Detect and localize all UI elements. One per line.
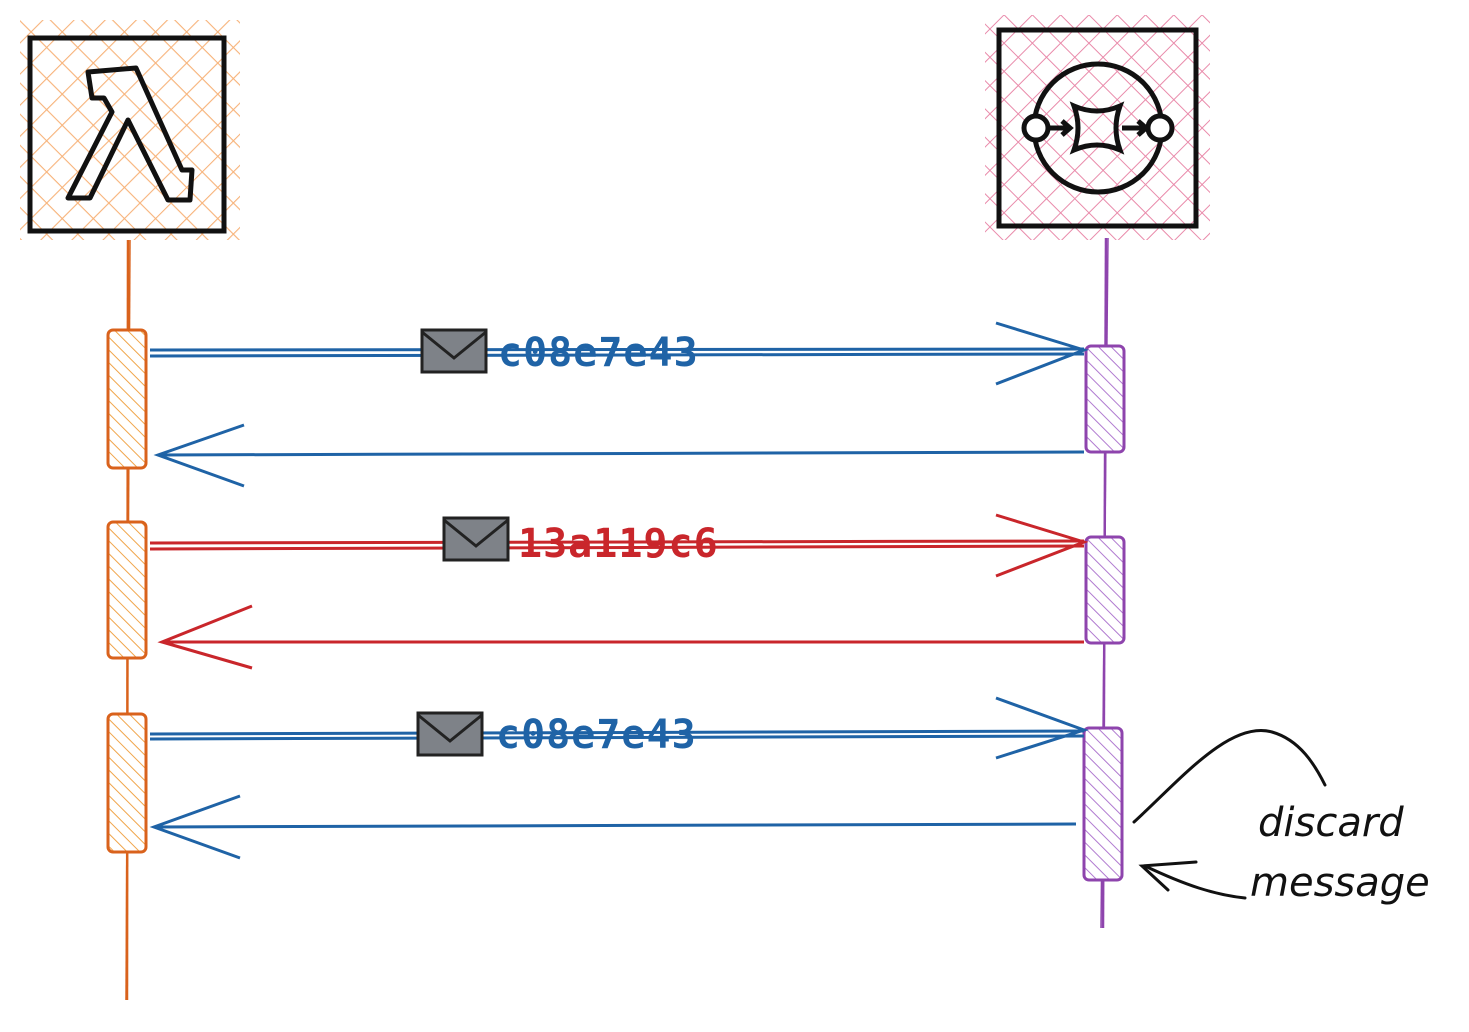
event-bus-activation-3 [1082, 726, 1124, 882]
message-1-envelope-icon [420, 328, 488, 374]
message-2-request-arrow [149, 513, 1089, 578]
message-3-request-arrow [149, 696, 1089, 760]
lambda-participant [20, 20, 240, 240]
message-3-response-arrow [149, 794, 1077, 860]
event-bus-activation-2 [1084, 535, 1126, 645]
lambda-activation-2 [106, 520, 148, 660]
message-1-label: c08e7e43 [498, 330, 699, 376]
discard-note-arrows [1132, 729, 1327, 900]
event-bus-participant [985, 15, 1210, 240]
eventbridge-icon [1021, 61, 1175, 195]
discard-note-line-2: message [1250, 860, 1430, 906]
event-bus-activation-1 [1084, 344, 1126, 454]
message-2-label: 13a119c6 [518, 521, 719, 567]
message-2-envelope-icon [442, 516, 510, 562]
message-1-response-arrow [153, 423, 1085, 488]
message-3-envelope-icon [416, 711, 484, 757]
message-3-label: c08e7e43 [496, 712, 697, 758]
message-2-response-arrow [157, 604, 1084, 670]
message-1-request-arrow [149, 321, 1089, 386]
discard-note-line-1: discard [1258, 800, 1404, 846]
lambda-icon [65, 65, 195, 203]
lambda-activation-3 [106, 712, 148, 854]
lambda-activation-1 [106, 328, 148, 470]
